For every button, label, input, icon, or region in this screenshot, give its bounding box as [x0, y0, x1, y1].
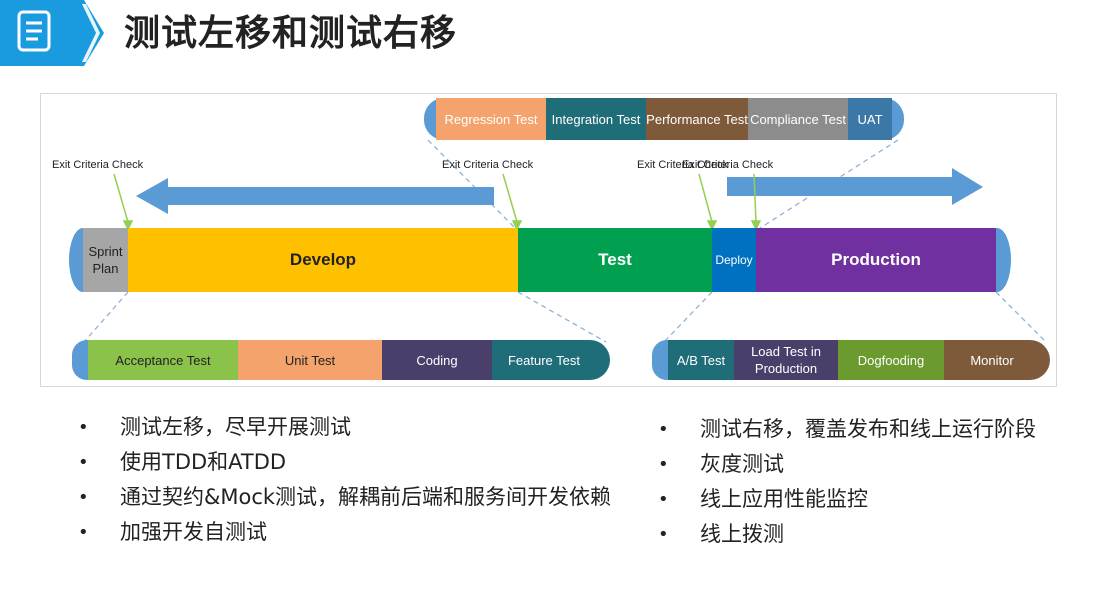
- right-bullet-list: 测试右移，覆盖发布和线上运行阶段 灰度测试 线上应用性能监控 线上拨测: [656, 412, 1115, 552]
- uat-label: UAT: [857, 111, 883, 127]
- deploy-label: Deploy: [715, 252, 753, 267]
- document-icon: [17, 10, 51, 52]
- ab-segment: [668, 340, 734, 380]
- uat-segment: [848, 98, 892, 140]
- left-bottom-pill: [72, 340, 610, 380]
- exit-criteria-label-3: Exit Criteria Check: [637, 159, 729, 171]
- left-bullet-item: 测试左移，尽早开展测试: [76, 410, 646, 445]
- right-bullet-item: 线上应用性能监控: [656, 482, 1115, 517]
- sprint-plan-label: Sprint Plan: [88, 244, 123, 276]
- develop-label: Develop: [289, 250, 357, 269]
- left-arrow: [136, 178, 494, 214]
- page-title: 测试左移和测试右移: [124, 13, 458, 54]
- production-block: [756, 228, 996, 292]
- left-bullet-item: 通过契约&Mock测试，解耦前后端和服务间开发依赖: [76, 480, 646, 515]
- production-label: Production: [831, 250, 921, 269]
- ab-test-label: A/B Test: [676, 352, 726, 368]
- monitor-label: Monitor: [970, 352, 1014, 368]
- test-block: [518, 228, 712, 292]
- compliance-segment: [748, 98, 848, 140]
- unit-segment: [238, 340, 382, 380]
- deploy-block: [712, 228, 756, 292]
- dogfooding-segment: [838, 340, 944, 380]
- right-bullet-item: 测试右移，覆盖发布和线上运行阶段: [656, 412, 1115, 447]
- top-test-pill: [424, 98, 904, 140]
- compliance-test-label: Compliance Test: [750, 111, 846, 127]
- sprint-plan-block: [83, 228, 128, 292]
- regression-test-label: Regression Test: [444, 111, 538, 127]
- load-segment: [734, 340, 838, 380]
- coding-label: Coding: [416, 352, 458, 368]
- left-bullet-item: 使用TDD和ATDD: [76, 445, 646, 480]
- unit-test-label: Unit Test: [284, 352, 336, 368]
- performance-segment: [646, 98, 748, 140]
- exit-criteria-label-2: Exit Criteria Check: [442, 159, 534, 171]
- right-bullet-item: 灰度测试: [656, 447, 1115, 482]
- right-bullet-item: 线上拨测: [656, 517, 1115, 552]
- integration-test-label: Integration Test: [551, 111, 641, 127]
- exit-check-pointers: [113, 173, 762, 231]
- exit-criteria-label-1: Exit Criteria Check: [52, 159, 144, 171]
- regression-segment: [436, 98, 546, 140]
- test-label: Test: [598, 250, 632, 269]
- dogfooding-label: Dogfooding: [857, 352, 925, 368]
- exit-criteria-label-4: Exit Criteria Check: [682, 159, 774, 171]
- header-tab: [0, 0, 104, 66]
- performance-test-label: Performance Test: [646, 111, 748, 127]
- develop-block: [128, 228, 518, 292]
- right-bottom-pill: [652, 340, 1050, 380]
- integration-segment: [546, 98, 646, 140]
- acceptance-segment: [88, 340, 238, 380]
- coding-segment: [382, 340, 492, 380]
- left-bullet-item: 加强开发自测试: [76, 515, 646, 550]
- phase-bar: [69, 228, 1011, 292]
- left-bullet-list: 测试左移，尽早开展测试 使用TDD和ATDD 通过契约&Mock测试，解耦前后端…: [76, 410, 646, 550]
- feature-test-label: Feature Test: [507, 352, 581, 368]
- right-arrow: [727, 168, 983, 205]
- acceptance-test-label: Acceptance Test: [115, 352, 211, 368]
- load-test-label: Load Test in Production: [751, 344, 821, 376]
